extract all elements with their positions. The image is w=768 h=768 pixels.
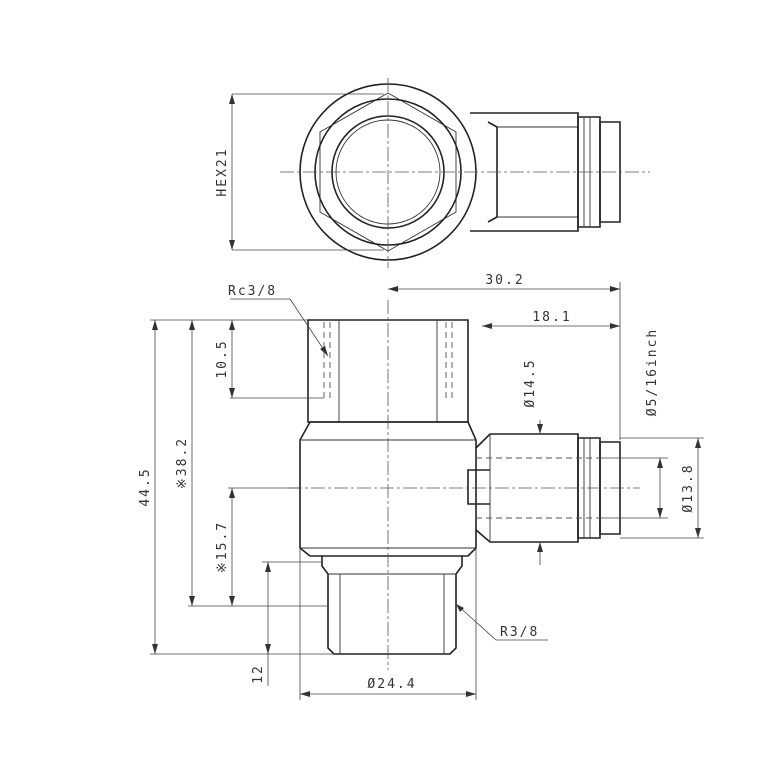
rc-thread-label: Rc3/8: [228, 284, 277, 299]
top-view: HEX21: [215, 78, 650, 268]
side-release-ring: [599, 441, 621, 535]
male-thread: [321, 556, 463, 655]
dim-12: 12: [251, 664, 266, 684]
dim-dia-24-4: Ø24.4: [367, 677, 416, 692]
dim-dia-5-16-inch: Ø5/16inch: [645, 328, 660, 416]
dim-38-2: ※38.2: [175, 437, 190, 489]
dim-dia-13-8: Ø13.8: [681, 463, 696, 512]
hex-label: HEX21: [215, 147, 230, 196]
dim-dia-14-5: Ø14.5: [523, 358, 538, 407]
side-notch: [467, 469, 490, 505]
dim-44-5: 44.5: [138, 467, 153, 506]
dim-10-5: 10.5: [215, 339, 230, 378]
front-view: 30.2 18.1 Rc3/8 10.5 44.5 ※38.2: [138, 273, 704, 700]
top-release-ring: [599, 121, 621, 223]
dim-30-2: 30.2: [485, 273, 524, 288]
side-collet: [577, 437, 601, 539]
top-collet: [577, 116, 601, 228]
dim-15-7: ※15.7: [215, 521, 230, 573]
dim-18-1: 18.1: [532, 310, 571, 325]
r-thread-label: R3/8: [500, 625, 539, 640]
